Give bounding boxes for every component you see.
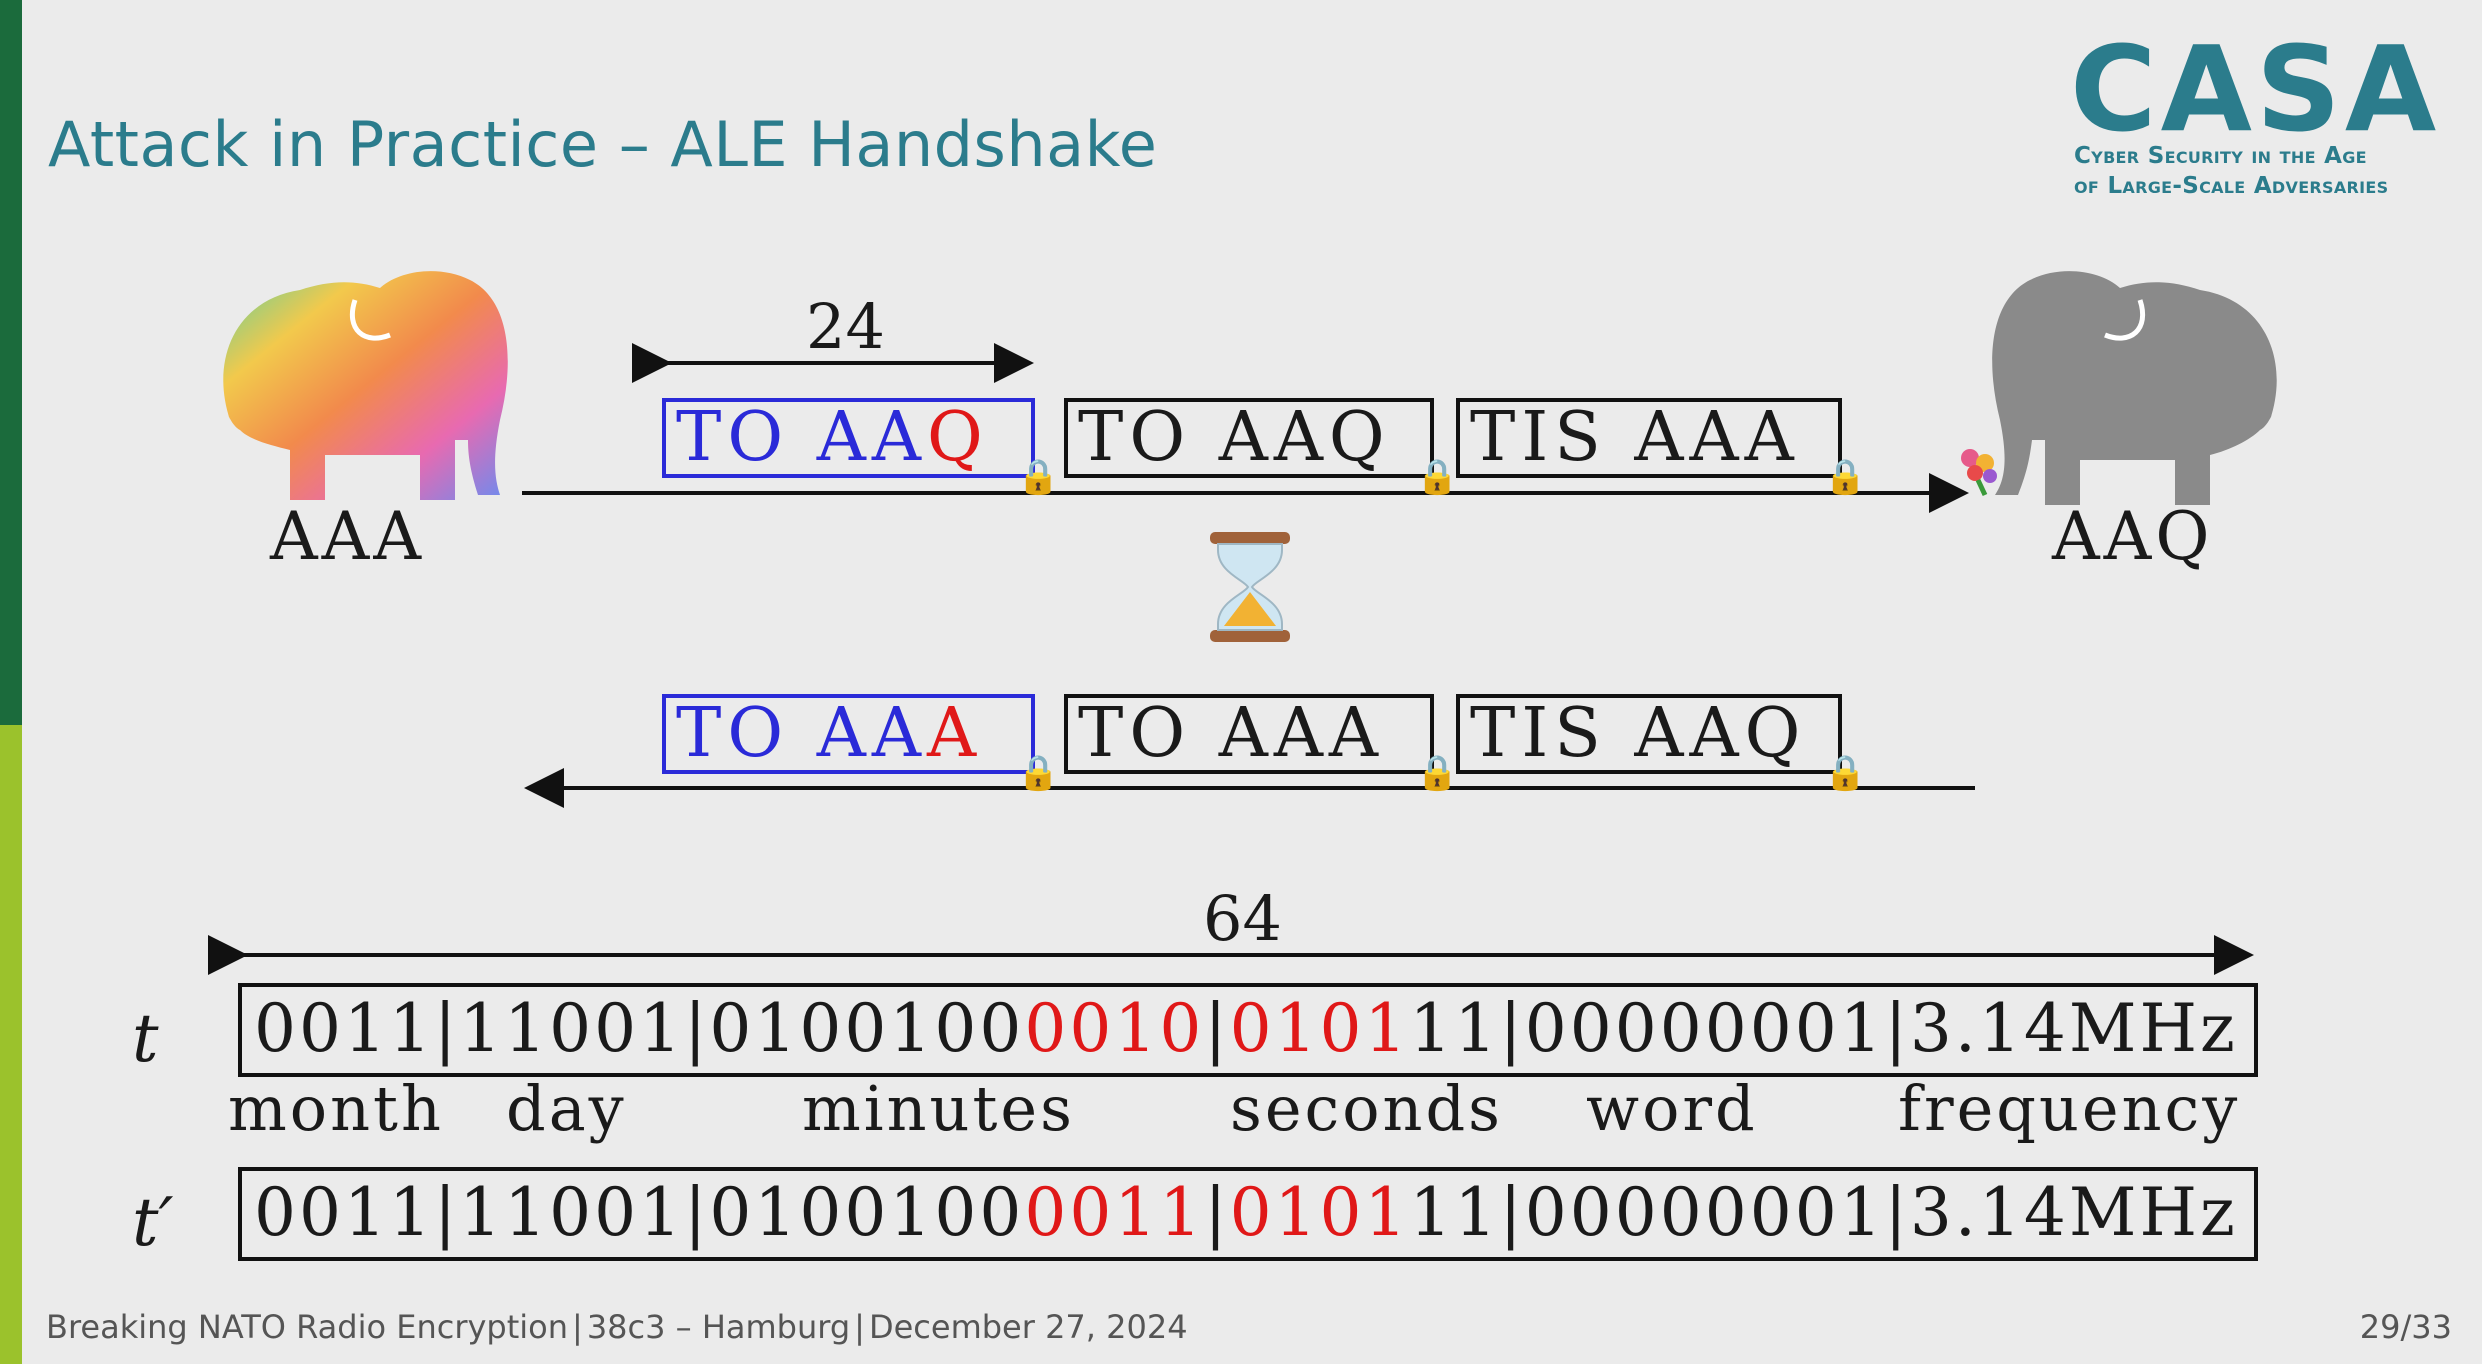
logo-line-1: Cyber Security in the Age xyxy=(2074,143,2367,169)
bottom-packet-1-prefix: TO AA xyxy=(676,694,927,773)
bottom-packet-2-text: TO AAA xyxy=(1078,694,1385,773)
footer-divider: | xyxy=(572,1308,583,1346)
lock-icon: 🔒 xyxy=(1017,457,1060,497)
elephant-rainbow-icon xyxy=(223,271,508,500)
lock-icon: 🔒 xyxy=(1017,753,1060,793)
lock-icon: 🔒 xyxy=(1824,457,1867,497)
field-seconds: seconds xyxy=(1230,1072,1503,1145)
right-elephant-label: AAQ xyxy=(2052,498,2214,575)
top-packet-3-text: TIS AAA xyxy=(1470,398,1800,477)
t-label: t xyxy=(132,1000,159,1077)
bottom-packet-1: TO AAA xyxy=(662,694,1035,774)
top-packet-3: TIS AAA xyxy=(1456,398,1842,478)
bottom-packet-3-text: TIS AAQ xyxy=(1470,694,1807,773)
field-word: word xyxy=(1586,1072,1758,1145)
logo-word: CASA xyxy=(2070,20,2441,158)
bottom-packet-1-highlight: A xyxy=(926,694,983,773)
t-prime-label: t′ xyxy=(132,1184,174,1261)
bottom-packet-2: TO AAA xyxy=(1064,694,1434,774)
lock-icon: 🔒 xyxy=(1416,457,1459,497)
sidebar-accent-light xyxy=(0,725,22,1364)
footer-date: December 27, 2024 xyxy=(868,1308,1188,1346)
top-packet-1: TO AAQ xyxy=(662,398,1035,478)
footer-divider: | xyxy=(854,1308,865,1346)
hourglass-icon xyxy=(1210,532,1290,642)
top-packet-1-prefix: TO AA xyxy=(676,398,927,477)
t-sep: | xyxy=(1204,990,1230,1067)
t-part-1: 0011|11001|0100100 xyxy=(254,990,1025,1067)
t-timestamp-box: 0011|11001|01001000010|010111|00000001|3… xyxy=(238,983,2258,1077)
elephant-gray-icon xyxy=(1992,271,2277,505)
slide-title: Attack in Practice – ALE Handshake xyxy=(48,108,1158,181)
left-elephant-label: AAA xyxy=(270,498,425,575)
lock-icon: 🔒 xyxy=(1824,753,1867,793)
lock-icon: 🔒 xyxy=(1416,753,1459,793)
sidebar-accent-dark xyxy=(0,0,22,725)
t-seconds-high: 0101 xyxy=(1229,990,1410,1067)
casa-logo: CASA Cyber Security in the Age of Large-… xyxy=(2070,30,2436,210)
bottom-packet-3: TIS AAQ xyxy=(1456,694,1842,774)
t-prime-minutes-low: 0011 xyxy=(1024,1174,1205,1251)
t-prime-timestamp-box: 0011|11001|01001000011|010111|00000001|3… xyxy=(238,1167,2258,1261)
t-prime-sep: | xyxy=(1204,1174,1230,1251)
footer-talk: Breaking NATO Radio Encryption xyxy=(46,1308,569,1346)
footer-event: 38c3 – Hamburg xyxy=(586,1308,851,1346)
field-frequency: frequency xyxy=(1898,1072,2241,1145)
field-minutes: minutes xyxy=(802,1072,1075,1145)
top-packet-1-highlight: Q xyxy=(926,398,989,477)
t-prime-part-1: 0011|11001|0100100 xyxy=(254,1174,1025,1251)
t-minutes-low: 0010 xyxy=(1024,990,1205,1067)
width-64-label: 64 xyxy=(1203,882,1282,955)
t-prime-seconds-high: 0101 xyxy=(1229,1174,1410,1251)
t-prime-part-2: 11|00000001|3.14MHz xyxy=(1409,1174,2238,1251)
top-packet-2-text: TO AAQ xyxy=(1078,398,1391,477)
t-part-2: 11|00000001|3.14MHz xyxy=(1409,990,2238,1067)
top-packet-2: TO AAQ xyxy=(1064,398,1434,478)
field-month: month xyxy=(228,1072,444,1145)
footer-info: Breaking NATO Radio Encryption|38c3 – Ha… xyxy=(46,1308,1188,1346)
field-day: day xyxy=(506,1072,627,1145)
flower-bouquet-icon xyxy=(1961,449,1997,497)
page-number: 29/33 xyxy=(2359,1308,2452,1346)
width-24-label: 24 xyxy=(806,290,885,363)
logo-line-2: of Large-Scale Adversaries xyxy=(2074,173,2389,199)
